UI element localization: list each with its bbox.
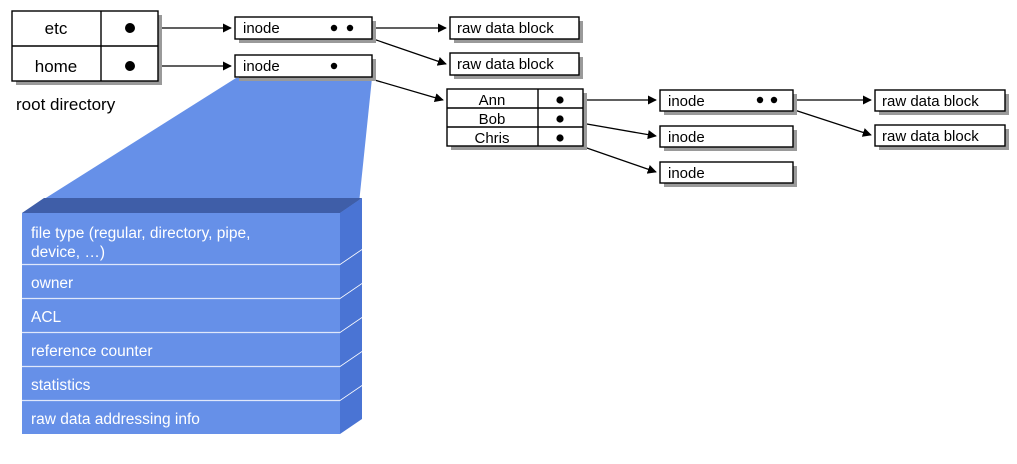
inode-pointer-dot [770,96,778,104]
raw-data-block-label: raw data block [457,20,554,37]
raw-data-block-2: raw data block [449,52,583,79]
home-dir-row-label: Chris [474,130,509,147]
inode-label: inode [243,20,280,37]
stack-field-label: ACL [31,309,62,326]
inode-pointer-dot [756,96,764,104]
home-dir-row-pointer-dot [556,115,564,123]
root-dir-row-pointer-dot [125,23,135,33]
root-dir-row-label: etc [45,19,68,38]
raw-data-block-4: raw data block [874,124,1009,150]
inode-label: inode [668,165,705,182]
inode-label: inode [243,58,280,75]
stack-layer-side [340,198,362,264]
inode-box-chris: inode [659,161,797,187]
inode-label: inode [668,93,705,110]
stack-layer-front [22,265,340,298]
inode-pointer-dot [330,24,338,32]
stack-layer-front [22,333,340,366]
raw-data-block-label: raw data block [882,128,979,145]
home-dir-row-label: Ann [479,92,506,109]
stack-layer-front [22,299,340,332]
home-dir-row-label: Bob [479,111,506,128]
stack-field-label: statistics [31,377,91,394]
inode-box-bob: inode [659,125,797,151]
raw-data-block-1: raw data block [449,16,583,43]
raw-data-block-label: raw data block [457,56,554,73]
stack-layer-side [340,250,362,298]
root-directory-caption: root directory [16,95,116,114]
root-dir-row-label: home [35,57,78,76]
stack-layer-front [22,401,340,434]
stack-layer-front [22,367,340,400]
inode-expansion-fan [22,78,372,213]
stack-top-face [22,198,362,213]
raw-data-block-3: raw data block [874,89,1009,115]
root-dir-row-pointer-dot [125,61,135,71]
inode-box-ann: inode [659,89,797,115]
inode-pointer-dot [346,24,354,32]
home-dir-row-pointer-dot [556,96,564,104]
stack-layer-front [22,213,340,264]
stack-field-label: reference counter [31,343,153,360]
stack-layer-side [340,386,362,434]
inode-contents-stack: file type (regular, directory, pipe, dev… [22,198,362,434]
inode-pointer-dot [330,62,338,70]
stack-layer-side [340,284,362,332]
stack-layer-side [340,318,362,366]
root-directory-table: etc home [11,10,162,85]
stack-field-label: raw data addressing info [31,411,200,428]
inode-box-home: inode [234,54,376,81]
stack-field-label-line2: device, …) [31,244,105,261]
raw-data-block-label: raw data block [882,93,979,110]
inode-label: inode [668,129,705,146]
stack-layer-side [340,352,362,400]
stack-field-label: file type (regular, directory, pipe, [31,225,250,242]
inode-box-etc: inode [234,16,376,43]
home-dir-row-pointer-dot [556,134,564,142]
stack-field-label: owner [31,275,73,292]
home-directory-table: Ann Bob Chris [446,88,587,150]
